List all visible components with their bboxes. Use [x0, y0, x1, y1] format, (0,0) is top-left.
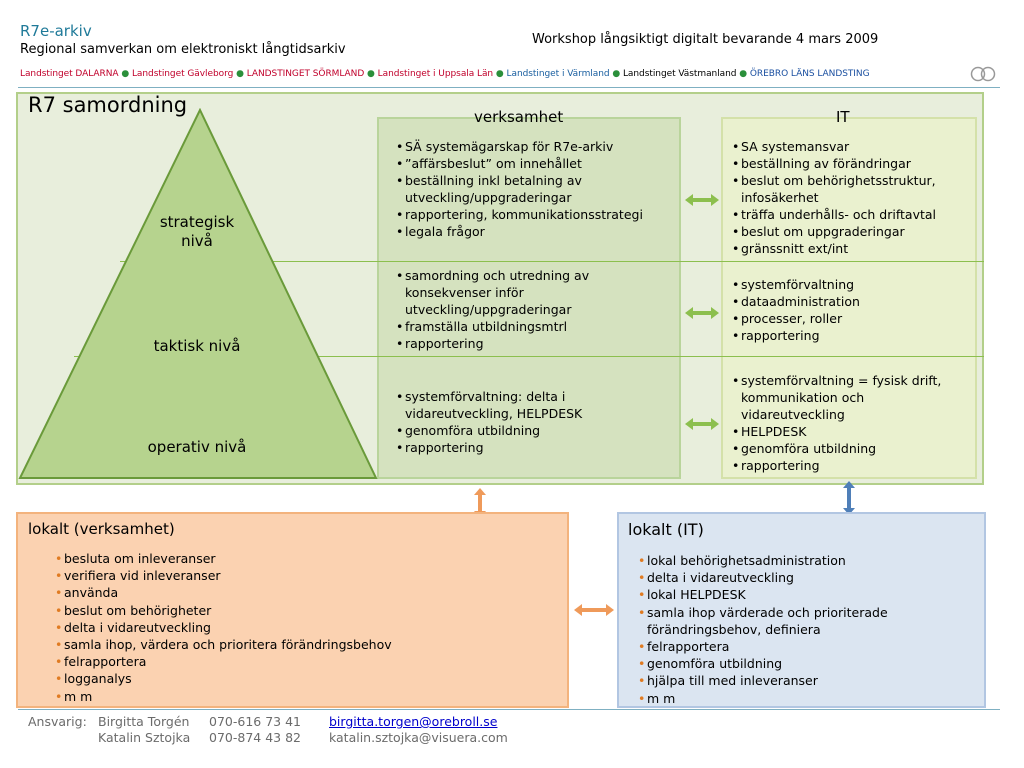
- contact-email-link[interactable]: birgitta.torgen@orebroll.se: [329, 714, 497, 729]
- operative-verksamhet-list: systemförvaltning: delta i vidareutveckl…: [393, 388, 633, 456]
- list-item: beställning av förändringar: [729, 155, 977, 172]
- double-arrow-icon: [685, 194, 719, 206]
- org-name: ÖREBRO LÄNS LANDSTING: [749, 69, 870, 79]
- org-name: LANDSTINGET SÖRMLAND: [246, 69, 365, 79]
- workshop-title: Workshop långsiktigt digitalt bevarande …: [532, 32, 879, 47]
- list-item: dataadministration: [729, 293, 969, 310]
- box-title: lokalt (verksamhet): [28, 520, 175, 538]
- list-item: logganalys: [52, 670, 552, 687]
- org-name: Landstinget Gävleborg: [131, 69, 234, 79]
- bullet-icon: ●: [612, 69, 621, 79]
- vertical-double-arrow-icon: [474, 488, 486, 518]
- list-item: SÄ systemägarskap för R7e-arkiv: [393, 138, 683, 155]
- list-item: beslut om uppgraderingar: [729, 223, 977, 240]
- strategic-it-list: SA systemansvar beställning av förändrin…: [729, 138, 977, 257]
- box-title: lokalt (IT): [628, 520, 704, 539]
- list-item: verifiera vid inleveranser: [52, 567, 552, 584]
- list-item: rapportering: [393, 335, 653, 352]
- double-arrow-icon: [574, 604, 614, 616]
- list-item: lokal HELPDESK: [635, 586, 935, 603]
- list-item: gränssnitt ext/int: [729, 240, 977, 257]
- list-item: beställning inkl betalning av utveckling…: [393, 172, 683, 206]
- list-item: delta i vidareutveckling: [635, 569, 935, 586]
- contact-phone: 070-874 43 82: [209, 730, 301, 745]
- tactical-it-list: systemförvaltning dataadministration pro…: [729, 276, 969, 344]
- level-divider: [74, 356, 984, 357]
- org-name: Landstinget DALARNA: [20, 69, 119, 79]
- list-item: besluta om inleveranser: [52, 550, 552, 567]
- app-title: R7e-arkiv: [20, 22, 92, 40]
- footer-label: Ansvarig:: [28, 714, 87, 729]
- bullet-icon: ●: [495, 69, 504, 79]
- contact-name: Katalin Sztojka: [98, 730, 191, 745]
- level-divider: [120, 261, 984, 262]
- footer-divider: [18, 709, 1000, 710]
- bullet-icon: ●: [739, 69, 748, 79]
- list-item: felrapportera: [52, 653, 552, 670]
- contact-name: Birgitta Torgén: [98, 714, 190, 729]
- list-item: ”affärsbeslut” om innehållet: [393, 155, 683, 172]
- local-it-list: lokal behörighetsadministration delta i …: [635, 552, 935, 707]
- org-name: Landstinget i Uppsala Län: [377, 69, 494, 79]
- org-name: Landstinget Västmanland: [622, 69, 737, 79]
- list-item: systemförvaltning: [729, 276, 969, 293]
- contact-phone: 070-616 73 41: [209, 714, 301, 729]
- list-item: felrapportera: [635, 638, 935, 655]
- list-item: rapportering: [393, 439, 633, 456]
- r7-logo-icon: [970, 66, 996, 82]
- list-item: rapportering: [729, 327, 969, 344]
- list-item: hjälpa till med inleveranser: [635, 672, 935, 689]
- local-it-box: lokalt (IT) lokal behörighetsadministrat…: [617, 512, 986, 708]
- list-item: systemförvaltning: delta i vidareutveckl…: [393, 388, 633, 422]
- bullet-icon: ●: [121, 69, 130, 79]
- list-item: rapportering, kommunikationsstrategi: [393, 206, 683, 223]
- strategic-verksamhet-list: SÄ systemägarskap för R7e-arkiv ”affärsb…: [393, 138, 683, 240]
- organization-bar: Landstinget DALARNA ● Landstinget Gävleb…: [20, 69, 870, 79]
- list-item: systemförvaltning = fysisk drift, kommun…: [729, 372, 949, 423]
- header-divider: [18, 87, 1000, 88]
- list-item: m m: [52, 688, 552, 705]
- list-item: m m: [635, 690, 935, 707]
- list-item: samla ihop värderade och prioriterade fö…: [635, 604, 935, 638]
- list-item: samla ihop, värdera och prioritera förän…: [52, 636, 552, 653]
- list-item: träffa underhålls- och driftavtal: [729, 206, 977, 223]
- list-item: beslut om behörighetsstruktur, infosäker…: [729, 172, 977, 206]
- list-item: processer, roller: [729, 310, 969, 327]
- list-item: använda: [52, 584, 552, 601]
- email-link[interactable]: birgitta.torgen@orebroll.se: [329, 714, 498, 729]
- local-verksamhet-list: besluta om inleveranser verifiera vid in…: [52, 550, 552, 705]
- level-label-operative: operativ nivå: [147, 438, 247, 456]
- operative-it-list: systemförvaltning = fysisk drift, kommun…: [729, 372, 949, 474]
- column-header-verksamhet: verksamhet: [474, 108, 564, 126]
- list-item: genomföra utbildning: [393, 422, 633, 439]
- bullet-icon: ●: [236, 69, 244, 79]
- double-arrow-icon: [685, 418, 719, 430]
- local-verksamhet-box: lokalt (verksamhet) besluta om inleveran…: [16, 512, 569, 708]
- section-title: R7 samordning: [28, 93, 188, 117]
- contact-email: katalin.sztojka@visuera.com: [329, 730, 508, 745]
- list-item: framställa utbildningsmtrl: [393, 318, 653, 335]
- tactical-verksamhet-list: samordning och utredning av konsekvenser…: [393, 267, 653, 352]
- bullet-icon: ●: [367, 69, 375, 79]
- list-item: rapportering: [729, 457, 949, 474]
- level-label-tactical: taktisk nivå: [153, 337, 241, 355]
- app-subtitle: Regional samverkan om elektroniskt långt…: [20, 42, 346, 57]
- list-item: genomföra utbildning: [635, 655, 935, 672]
- org-name: Landstinget i Värmland: [506, 69, 610, 79]
- list-item: beslut om behörigheter: [52, 602, 552, 619]
- list-item: lokal behörighetsadministration: [635, 552, 935, 569]
- double-arrow-icon: [685, 307, 719, 319]
- list-item: samordning och utredning av konsekvenser…: [393, 267, 653, 318]
- list-item: genomföra utbildning: [729, 440, 949, 457]
- vertical-double-arrow-icon: [843, 481, 855, 515]
- list-item: legala frågor: [393, 223, 683, 240]
- list-item: HELPDESK: [729, 423, 949, 440]
- level-label-strategic: strategisk nivå: [159, 213, 235, 250]
- column-header-it: IT: [836, 108, 850, 126]
- list-item: SA systemansvar: [729, 138, 977, 155]
- list-item: delta i vidareutveckling: [52, 619, 552, 636]
- level-pyramid: [18, 108, 378, 479]
